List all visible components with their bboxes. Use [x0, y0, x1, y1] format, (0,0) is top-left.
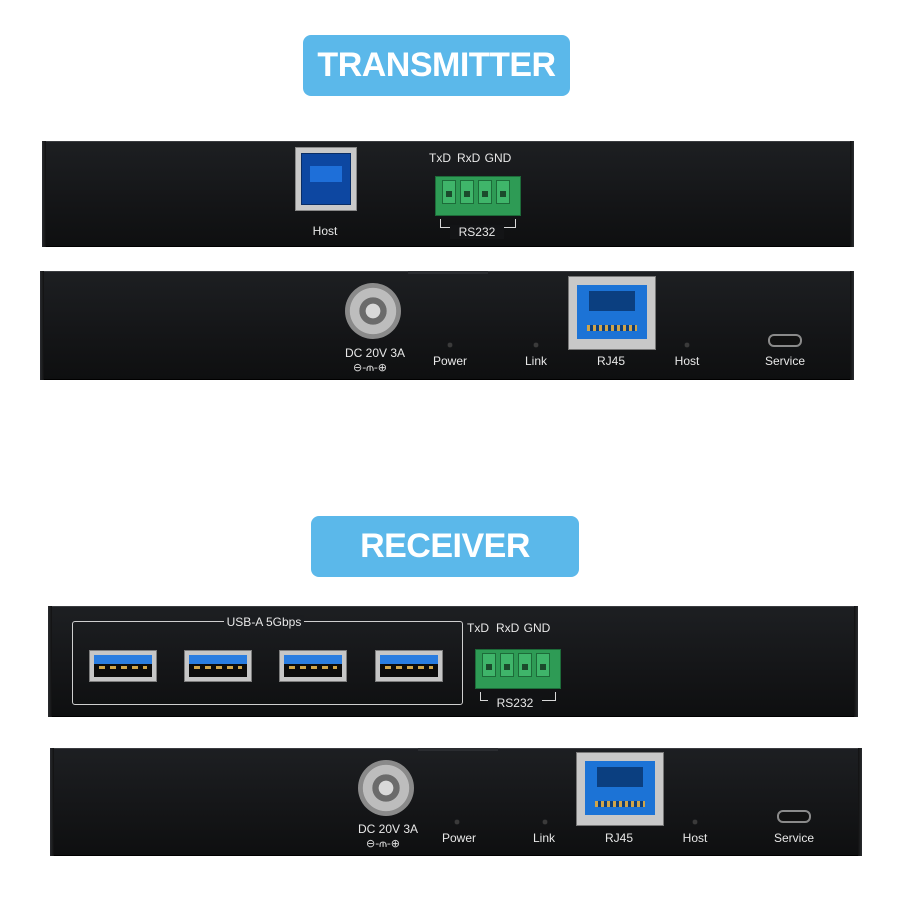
- dc-power-jack[interactable]: [345, 283, 401, 339]
- dc-power-jack[interactable]: [358, 760, 414, 816]
- host-label: Host: [682, 831, 708, 845]
- receiver-badge: RECEIVER: [311, 516, 579, 577]
- host-port-label: Host: [312, 224, 338, 238]
- polarity-symbol: ⊖-⫙-⊕: [353, 361, 388, 374]
- usb-a-port-1[interactable]: [89, 650, 157, 682]
- rs232-pin-txd: TxD: [467, 621, 489, 635]
- rs232-pin-gnd: GND: [523, 621, 551, 635]
- rs232-pin-gnd: GND: [484, 151, 512, 165]
- power-label: Power: [441, 831, 476, 845]
- rs232-pin-txd: TxD: [429, 151, 451, 165]
- rj45-port[interactable]: [576, 752, 664, 826]
- dc-rating-label: DC 20V 3A: [344, 346, 406, 360]
- host-led: [685, 343, 689, 347]
- service-label: Service: [764, 354, 805, 368]
- usb-a-port-3[interactable]: [279, 650, 347, 682]
- power-label: Power: [432, 354, 467, 368]
- rs232-label: RS232: [488, 696, 542, 710]
- usb-a-port-4[interactable]: [375, 650, 443, 682]
- link-label: Link: [532, 831, 555, 845]
- dc-rating-label: DC 20V 3A: [357, 822, 419, 836]
- link-led: [543, 820, 547, 824]
- host-label: Host: [674, 354, 700, 368]
- rs232-pin-rxd: RxD: [496, 621, 520, 635]
- rs232-label: RS232: [450, 225, 504, 239]
- receiver-rear-panel: DC 20V 3A ⊖-⫙-⊕ Power Link RJ45 Host Ser…: [50, 748, 862, 856]
- receiver-front-panel: USB-A 5Gbps TxD RxD GND RS232: [48, 606, 858, 717]
- usb-a-port-2[interactable]: [184, 650, 252, 682]
- usb-c-service-port[interactable]: [768, 334, 802, 347]
- host-led: [693, 820, 697, 824]
- usb-group-label: USB-A 5Gbps: [224, 615, 304, 629]
- rs232-terminal-block[interactable]: [475, 649, 561, 689]
- transmitter-badge: TRANSMITTER: [303, 35, 570, 96]
- rs232-pin-rxd: RxD: [457, 151, 481, 165]
- link-label: Link: [524, 354, 547, 368]
- polarity-symbol: ⊖-⫙-⊕: [366, 837, 401, 850]
- service-label: Service: [773, 831, 814, 845]
- rj45-label: RJ45: [596, 354, 625, 368]
- link-led: [534, 343, 538, 347]
- usb-c-service-port[interactable]: [777, 810, 811, 823]
- power-led: [448, 343, 452, 347]
- rs232-terminal-block[interactable]: [435, 176, 521, 216]
- usb-b-host-port[interactable]: [295, 147, 357, 211]
- power-led: [455, 820, 459, 824]
- rj45-port[interactable]: [568, 276, 656, 350]
- transmitter-rear-panel: DC 20V 3A ⊖-⫙-⊕ Power Link RJ45 Host Ser…: [40, 271, 854, 380]
- rj45-label: RJ45: [604, 831, 633, 845]
- transmitter-front-panel: Host TxD RxD GND RS232: [42, 141, 854, 247]
